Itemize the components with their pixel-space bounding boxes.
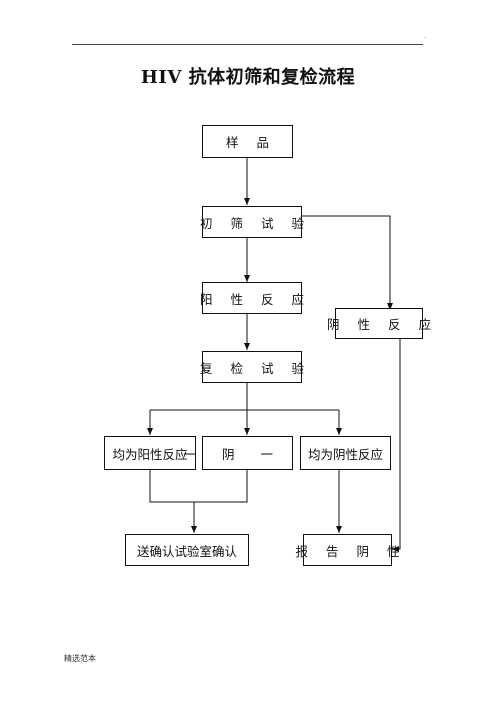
header-rule [72, 44, 423, 45]
box-positive-reaction: 阳 性 反 应 [200, 282, 304, 314]
box-report-negative: 报 告 阴 性 [296, 534, 399, 566]
line-merge-to-confirm [149, 470, 248, 503]
box-one-neg-one-pos: 一 阴 一 阳 [184, 436, 311, 470]
box-both-negative: 均为阴性反应 [300, 436, 391, 470]
box-both-positive: 均为阳性反应 [104, 436, 196, 470]
box-retest: 复 检 试 验 [200, 351, 304, 383]
box-sample: 样 品 [202, 125, 293, 158]
arrow-negative-to-report [392, 339, 401, 552]
box-initial-screen: 初 筛 试 验 [200, 206, 304, 238]
box-negative-reaction: 阴 性 反 应 [327, 308, 431, 339]
footer-label: 精选范本 [64, 654, 96, 663]
page-title: HIV 抗体初筛和复检流程 [140, 67, 356, 88]
header-dot: . [424, 33, 426, 40]
box-send-confirm: 送确认试验室确认 [125, 534, 249, 566]
arrow-screen-to-negative [302, 215, 393, 310]
